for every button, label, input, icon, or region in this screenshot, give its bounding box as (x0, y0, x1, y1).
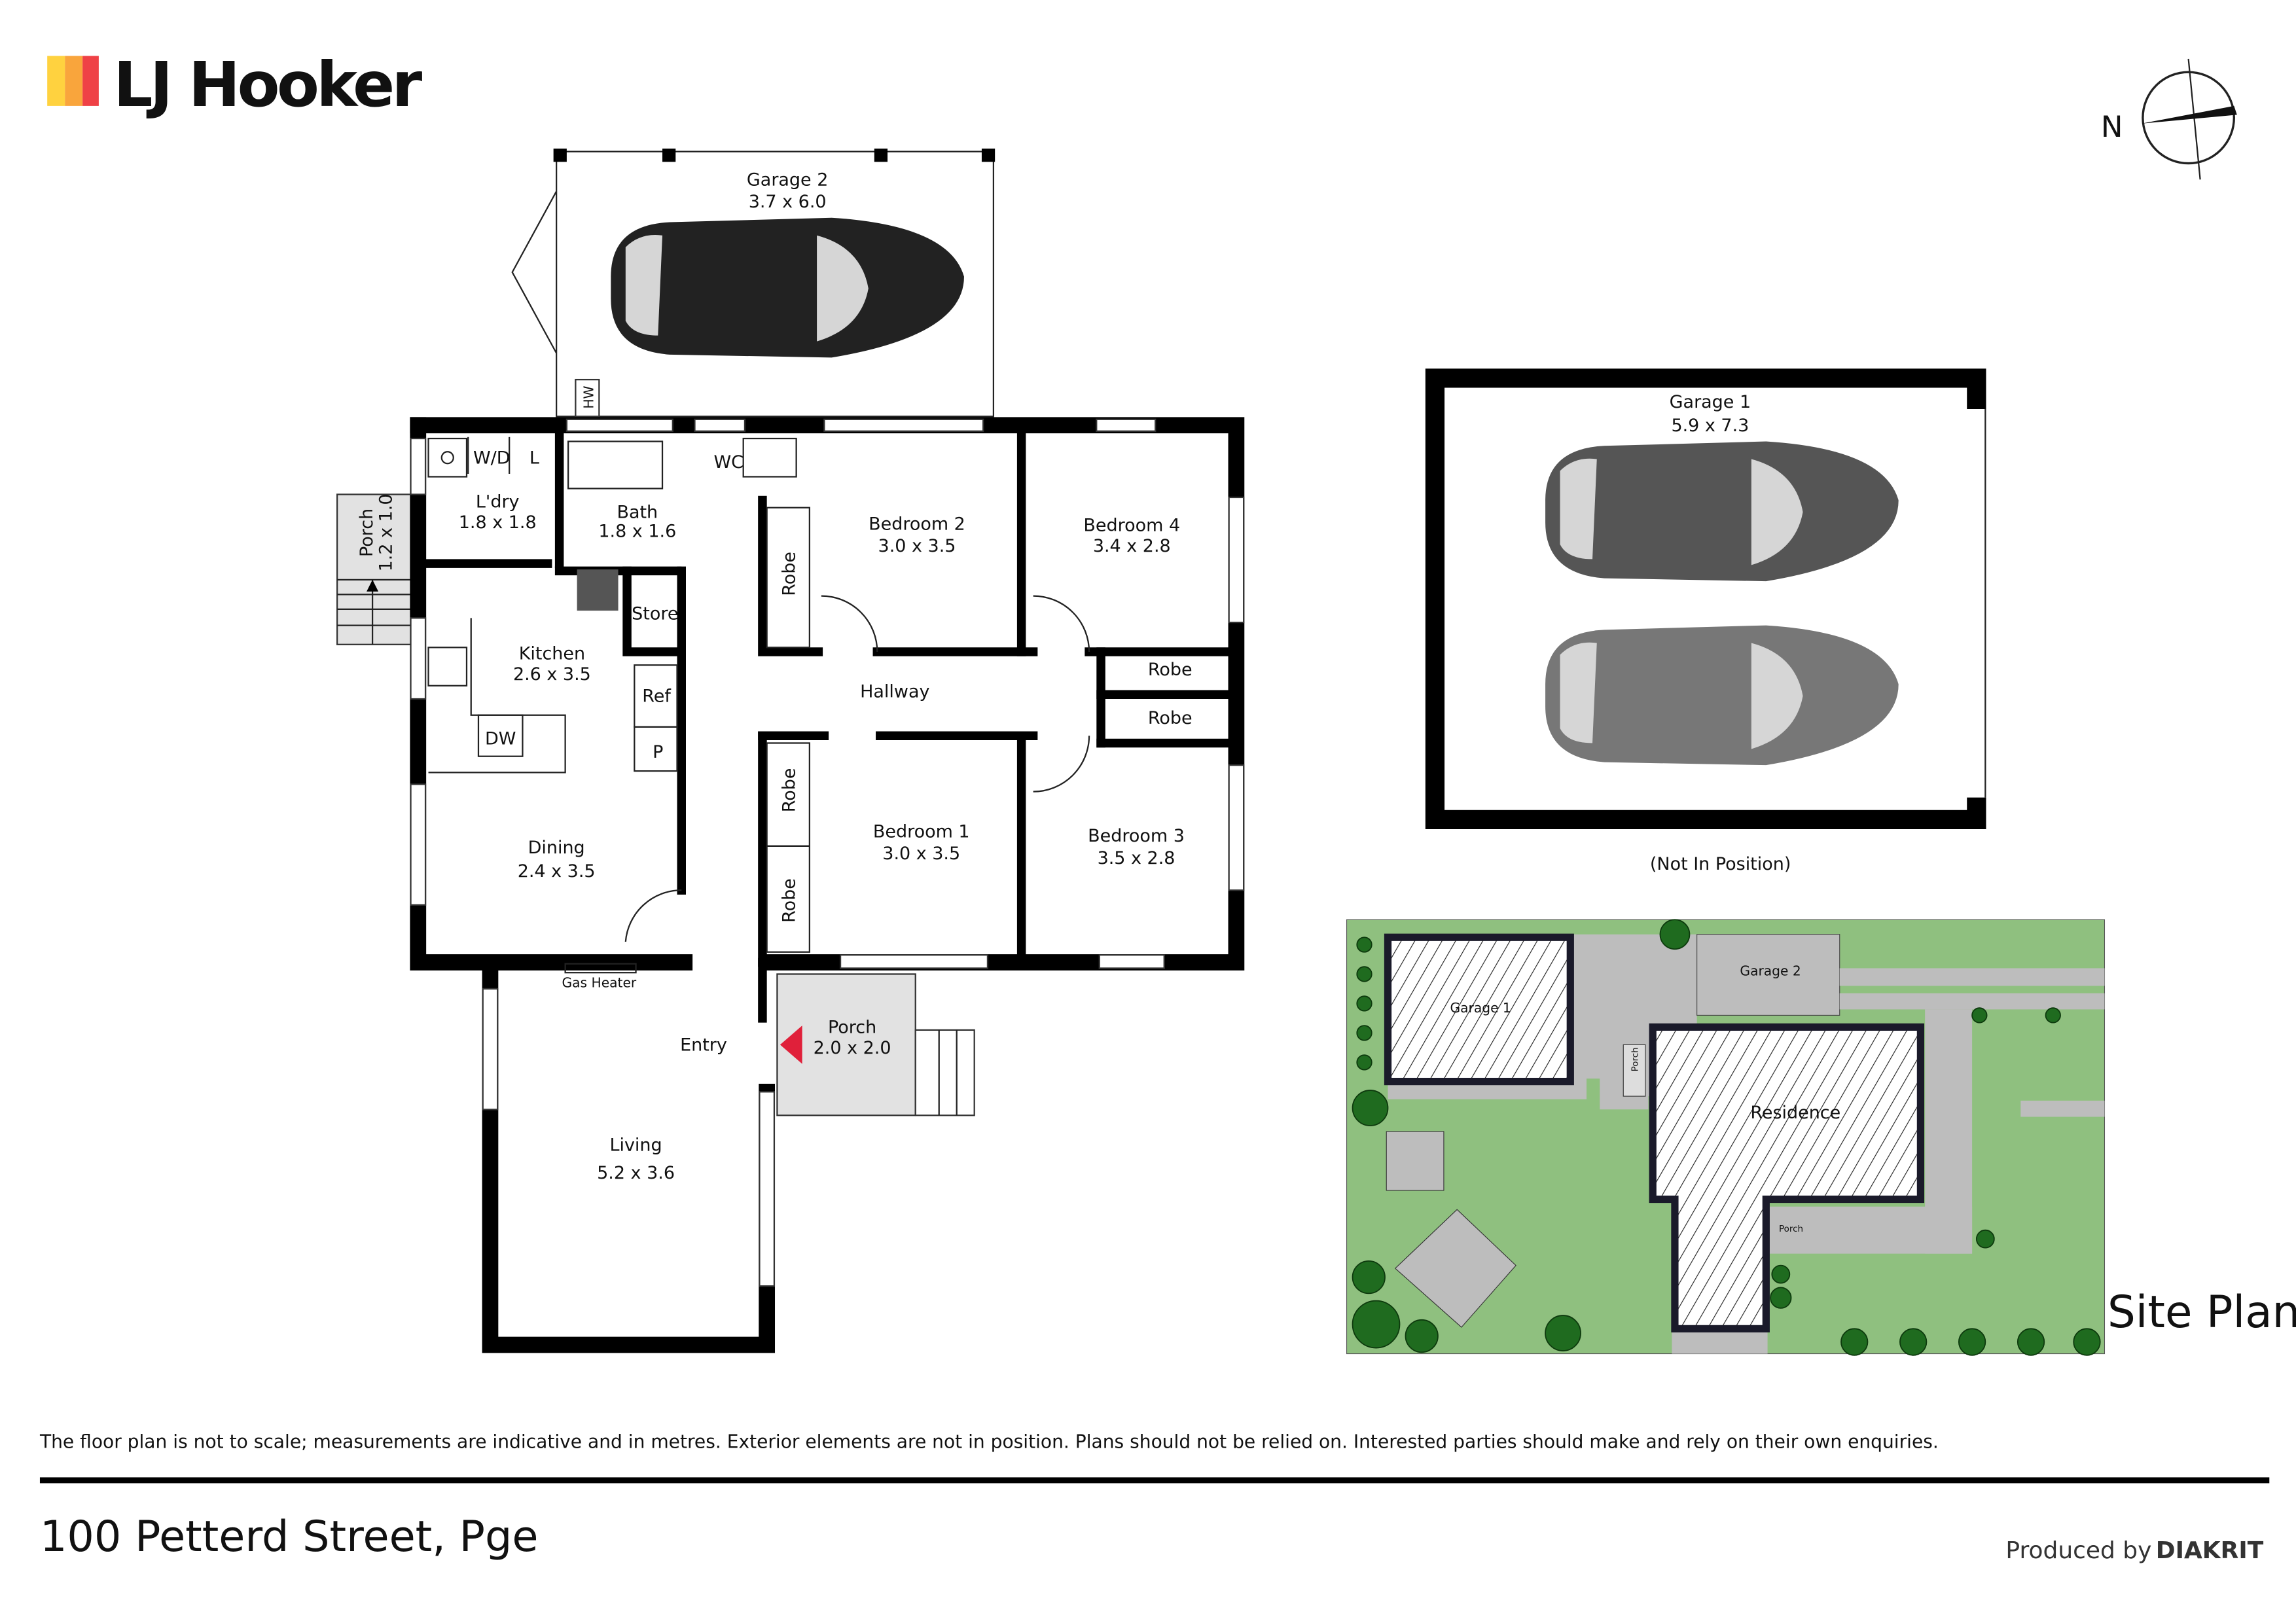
entry-marker-icon (780, 1026, 802, 1064)
gas-heater-label: Gas Heater (562, 975, 636, 991)
lj-hooker-logo: LJ Hooker (47, 49, 425, 121)
room-name: Bedroom 4 (1083, 516, 1180, 536)
room-name: Dining (528, 838, 585, 858)
site-garage2-label: Garage 2 (1740, 963, 1801, 979)
room-name: Living (609, 1135, 662, 1155)
cooktop-icon (577, 569, 619, 611)
compass-n-label: N (2101, 109, 2123, 144)
room-size: 5.2 x 3.6 (597, 1163, 675, 1183)
producer-logo: DIAKRIT (2156, 1537, 2264, 1564)
site-garage1-label: Garage 1 (1450, 1000, 1511, 1016)
car-icon (611, 217, 964, 358)
garage-2: HW Garage 2 3.7 x 6.0 (511, 149, 996, 418)
room-name: Porch (828, 1017, 876, 1037)
ref-label: Ref (642, 686, 672, 706)
site-residence-label: Residence (1750, 1103, 1840, 1123)
room-name: Kitchen (519, 643, 585, 664)
side-porch: Porch 1.2 x 1.0 (336, 493, 412, 645)
car-icon (1545, 625, 1899, 766)
disclaimer-text: The floor plan is not to scale; measurem… (39, 1431, 1939, 1452)
l-label: L (529, 448, 539, 468)
robe-label: Robe (779, 878, 799, 923)
site-porch-label: Porch (1779, 1224, 1803, 1234)
wc-label: WC (713, 452, 743, 473)
pantry-label: P (653, 742, 663, 762)
room-size: 3.7 x 6.0 (749, 192, 827, 212)
robe-label: Robe (1148, 660, 1193, 680)
store-label: Store (632, 604, 678, 624)
north-compass-icon: N (2101, 58, 2237, 180)
room-size: 1.2 x 1.0 (376, 493, 396, 571)
room-size: 1.8 x 1.6 (598, 522, 676, 542)
room-size: 3.4 x 2.8 (1093, 536, 1171, 556)
brand-name: LJ Hooker (113, 49, 422, 121)
room-size: 2.6 x 3.5 (513, 664, 591, 685)
room-labels: W/D L WC L'dry 1.8 x 1.8 Bath 1.8 x 1.6 … (459, 448, 1193, 1183)
site-porch-label: Porch (1630, 1047, 1641, 1071)
property-address: 100 Petterd Street, Pge (40, 1512, 539, 1561)
fixtures (427, 437, 1090, 974)
site-plan: Garage 1 Garage 2 Residence Porch Porch … (1346, 919, 2296, 1356)
house-walls (410, 417, 1245, 1353)
room-name: Bath (617, 502, 658, 522)
room-name: L'dry (476, 492, 520, 512)
hallway-label: Hallway (860, 682, 929, 702)
entry-label: Entry (680, 1035, 727, 1055)
dw-label: DW (485, 729, 516, 749)
garage-1: Garage 1 5.9 x 7.3 (Not In Position) (1425, 368, 1986, 874)
room-size: 2.0 x 2.0 (814, 1038, 891, 1058)
room-name: Bedroom 1 (873, 821, 970, 842)
wd-label: W/D (473, 448, 511, 468)
garage1-name: Garage 1 (1670, 392, 1751, 412)
room-size: 3.0 x 3.5 (882, 844, 960, 864)
robe-label: Robe (779, 552, 799, 596)
garage1-size: 5.9 x 7.3 (1671, 416, 1749, 436)
not-in-position-note: (Not In Position) (1650, 854, 1791, 874)
robe-label: Robe (1148, 708, 1193, 728)
room-size: 3.0 x 3.5 (878, 536, 956, 556)
front-porch: Porch 2.0 x 2.0 (776, 973, 975, 1116)
room-name: Garage 2 (747, 169, 828, 190)
car-icon (1545, 441, 1899, 582)
room-size: 3.5 x 2.8 (1098, 848, 1175, 868)
hw-label: HW (581, 385, 596, 408)
footer-divider (39, 1477, 2270, 1484)
room-name: Bedroom 2 (869, 514, 965, 534)
windows (410, 418, 1245, 1287)
produced-by-label: Produced by (2005, 1537, 2151, 1564)
robe-label: Robe (779, 768, 799, 813)
room-size: 2.4 x 3.5 (518, 861, 596, 882)
room-name: Porch (357, 508, 377, 557)
site-plan-title: Site Plan (2108, 1286, 2296, 1338)
tree-icons (1352, 919, 2101, 1356)
room-name: Bedroom 3 (1088, 826, 1185, 846)
room-size: 1.8 x 1.8 (459, 512, 537, 533)
